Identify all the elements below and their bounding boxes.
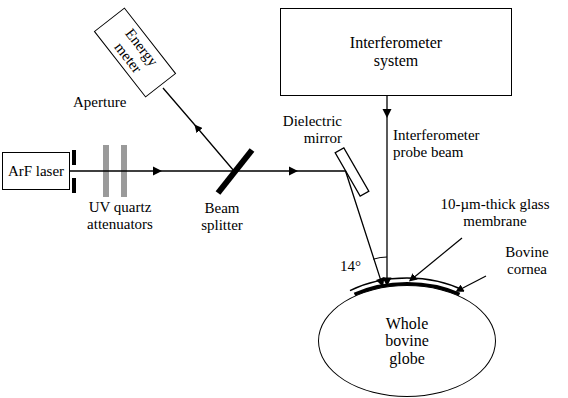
part-label: Beam splitter [192,200,252,233]
part-label: Bovine cornea [494,244,560,277]
arrow-head [153,167,162,176]
node-text: Interferometer system [341,34,451,69]
node-text: Energy meter [104,18,167,86]
beam-line [386,96,387,286]
part-label: Dielectric mirror [258,113,342,146]
part-label: Interferometer probe beam [393,127,505,160]
laser-box: ArF laser [2,152,70,190]
node-text: ArF laser [8,163,64,180]
energy-meter-box: Energy meter [94,7,176,97]
node-text: Whole bovine globe [372,315,442,368]
part-label: UV quartz attenuators [68,199,172,232]
dielectric-mirror [335,148,369,196]
part-label: Aperture [73,94,126,111]
globe-ellipse: Whole bovine globe [318,285,496,397]
arrow-head [289,167,298,176]
arrow-head [383,109,392,118]
interferometer-box: Interferometer system [280,8,512,96]
leader-line [459,276,486,290]
angle-arc [373,257,387,259]
energy-meter-beam [163,88,234,171]
aperture-blade [72,178,76,193]
angle-label: 14° [340,258,361,275]
leader-line [412,238,462,279]
aperture-blade [72,150,76,165]
part-label: 10-µm-thick glass membrane [430,196,560,229]
